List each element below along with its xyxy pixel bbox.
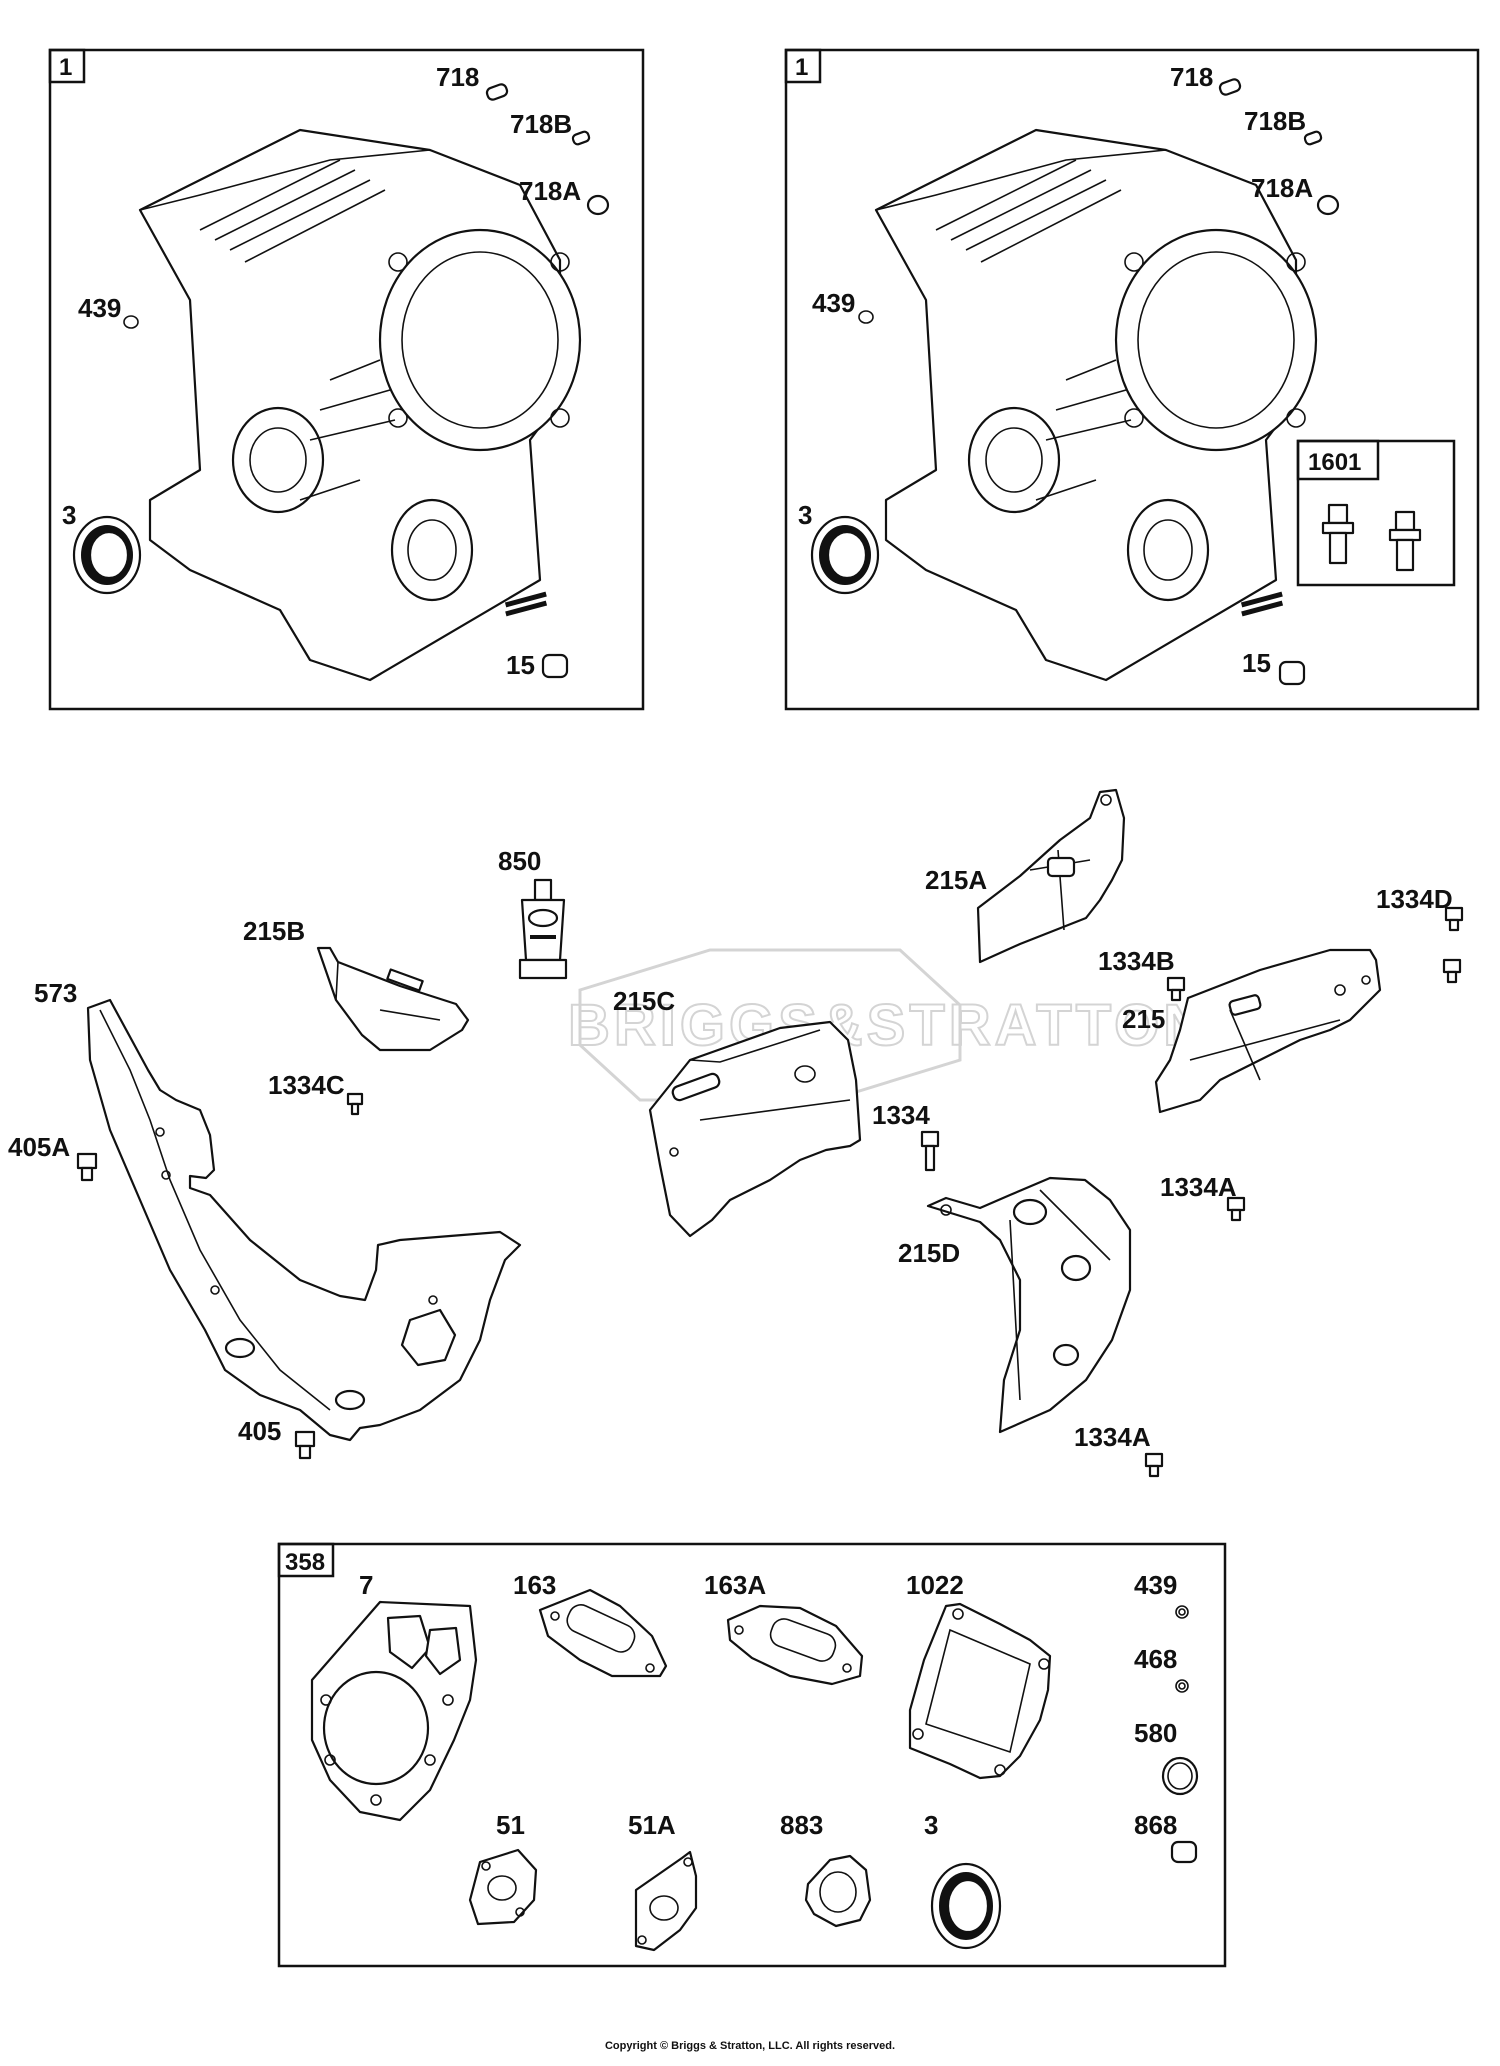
label-468: 468 [1134, 1644, 1177, 1674]
right-block-panel: 1 718 718B 718A 4 [784, 48, 1480, 711]
sealant-tube-850[interactable] [518, 878, 568, 980]
oil-seal-3-2[interactable] [810, 515, 880, 595]
pin-718b-2[interactable] [1303, 130, 1323, 146]
label-163a: 163A [704, 1570, 766, 1600]
label-215: 215 [1122, 1004, 1165, 1034]
label-15-2: 15 [1242, 648, 1271, 678]
label-1334a-lower: 1334A [1074, 1422, 1151, 1452]
pin-718[interactable] [485, 83, 509, 101]
label-1334c: 1334C [268, 1070, 345, 1100]
gasket-set-panel: 358 [277, 1542, 1227, 1968]
label-718a: 718A [519, 176, 581, 206]
label-15: 15 [506, 650, 535, 680]
bushing-15[interactable] [541, 653, 569, 679]
label-7: 7 [359, 1570, 373, 1600]
label-215a: 215A [925, 865, 987, 895]
watermark-text: BRIGGS&STRATTON [568, 993, 1209, 1058]
label-439-gasket-set: 439 [1134, 1570, 1177, 1600]
exhaust-gasket-163a[interactable] [726, 1604, 864, 1686]
right-panel-tag: 1 [795, 54, 808, 81]
oil-seal-3-gasket-set[interactable] [930, 1862, 1002, 1950]
label-1022: 1022 [906, 1570, 964, 1600]
o-ring-468[interactable] [1175, 1679, 1189, 1693]
o-ring-439-2[interactable] [858, 310, 874, 324]
label-163: 163 [513, 1570, 556, 1600]
label-718-2: 718 [1170, 62, 1213, 92]
middle-section: BRIGGS&STRATTON [8, 788, 1464, 1478]
screw-1334c[interactable] [346, 1092, 364, 1116]
screw-1601[interactable] [1321, 503, 1422, 572]
rocker-cover-gasket-1022[interactable] [908, 1602, 1052, 1780]
label-405: 405 [238, 1416, 281, 1446]
screw-1334d[interactable] [1442, 906, 1464, 984]
label-1334b: 1334B [1098, 946, 1175, 976]
label-868: 868 [1134, 1810, 1177, 1840]
label-3: 3 [62, 500, 76, 530]
label-718: 718 [436, 62, 479, 92]
shield-215a[interactable] [976, 788, 1126, 964]
label-850: 850 [498, 846, 541, 876]
label-51a: 51A [628, 1810, 676, 1840]
left-panel-tag: 1 [59, 54, 72, 81]
o-ring-580[interactable] [1161, 1756, 1199, 1796]
label-580: 580 [1134, 1718, 1177, 1748]
label-51: 51 [496, 1810, 525, 1840]
screw-1334b[interactable] [1166, 976, 1186, 1002]
intake-gasket-51a[interactable] [634, 1850, 698, 1952]
label-215d: 215D [898, 1238, 960, 1268]
backplate-573[interactable] [86, 998, 522, 1442]
bushing-15-2[interactable] [1278, 660, 1306, 686]
exhaust-gasket-163[interactable] [538, 1588, 668, 1678]
gasket-883[interactable] [804, 1854, 872, 1928]
gasket-panel-tag: 358 [285, 1549, 325, 1576]
o-ring-439[interactable] [123, 315, 139, 329]
intake-gasket-51[interactable] [468, 1848, 538, 1926]
screw-1334[interactable] [920, 1130, 940, 1172]
shield-215[interactable] [1154, 948, 1382, 1114]
oil-seal-3[interactable] [72, 515, 142, 595]
inset-1601-tag: 1601 [1308, 449, 1361, 476]
label-1334: 1334 [872, 1100, 930, 1130]
label-573: 573 [34, 978, 77, 1008]
label-3-2: 3 [798, 500, 812, 530]
pin-718b[interactable] [571, 130, 591, 146]
briggs-watermark: BRIGGS&STRATTON [567, 948, 1209, 1102]
cylinder-block-drawing-2[interactable] [874, 128, 1318, 682]
label-439: 439 [78, 293, 121, 323]
seal-868[interactable] [1170, 1840, 1198, 1864]
label-718a-2: 718A [1251, 173, 1313, 203]
cylinder-block-drawing[interactable] [138, 128, 582, 682]
label-718b-2: 718B [1244, 106, 1306, 136]
screw-1334a-upper[interactable] [1226, 1196, 1246, 1222]
label-439-2: 439 [812, 288, 855, 318]
label-3-gasket-set: 3 [924, 1810, 938, 1840]
screw-1334a-lower[interactable] [1144, 1452, 1164, 1478]
label-1334d: 1334D [1376, 884, 1453, 914]
screw-405a[interactable] [76, 1152, 98, 1182]
copyright-notice: Copyright © Briggs & Stratton, LLC. All … [604, 2040, 896, 2052]
left-block-panel: 1 718 718B 718A 4 [48, 48, 645, 711]
label-215b: 215B [243, 916, 305, 946]
sleeve-718a-2[interactable] [1316, 194, 1340, 216]
label-405a: 405A [8, 1132, 70, 1162]
inset-1601: 1601 [1296, 439, 1456, 587]
label-883: 883 [780, 1810, 823, 1840]
o-ring-439-gasket-set[interactable] [1175, 1605, 1189, 1619]
shield-215b[interactable] [316, 946, 470, 1052]
label-215c: 215C [613, 986, 675, 1016]
pin-718-2[interactable] [1218, 78, 1242, 96]
label-1334a-upper: 1334A [1160, 1172, 1237, 1202]
shield-215d[interactable] [926, 1176, 1132, 1434]
screw-405[interactable] [294, 1430, 316, 1460]
sleeve-718a[interactable] [586, 194, 610, 216]
shield-215c[interactable] [648, 1020, 862, 1238]
label-718b: 718B [510, 109, 572, 139]
head-gasket-7[interactable] [310, 1600, 478, 1822]
